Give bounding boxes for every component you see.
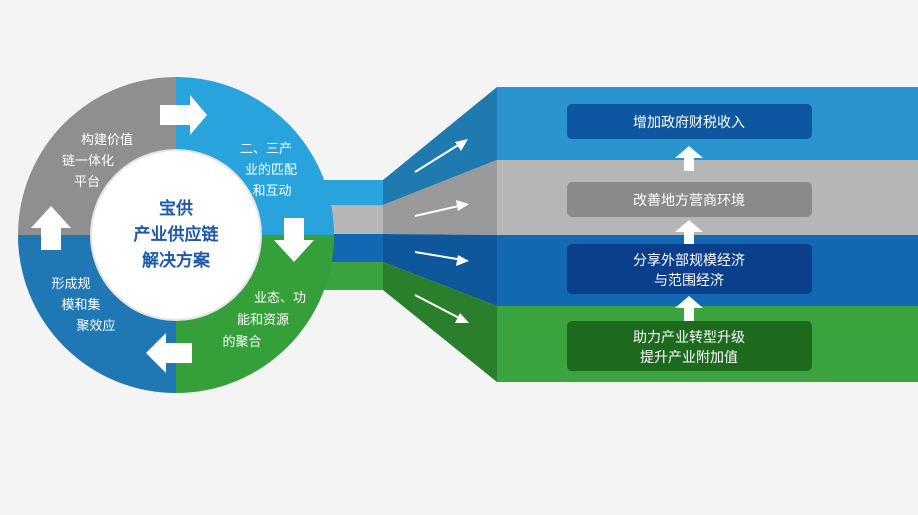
outcome-label-economies-line2: 与范围经济 xyxy=(654,272,724,289)
connector-strip-gray xyxy=(320,205,383,234)
funnel-arrow-1-icon xyxy=(414,139,468,173)
funnel-arrows xyxy=(414,139,469,323)
funnel-arrow-3-icon xyxy=(414,251,469,266)
funnel-panel-3 xyxy=(383,234,497,306)
up-arrows xyxy=(675,146,703,321)
cycle-arrow-up-icon xyxy=(31,206,71,250)
segment-label-bottom-right-2: 能和资源 xyxy=(237,313,289,328)
outcome-label-business-env: 改善地方营商环境 xyxy=(633,193,745,209)
up-arrow-1-icon xyxy=(675,146,703,171)
segment-label-bottom-right-3: 的聚合 xyxy=(222,334,261,350)
up-arrow-2-icon xyxy=(675,220,703,244)
segment-label-top-right-1: 二、三产 xyxy=(240,142,292,157)
outcome-boxes: 增加政府财税收入 改善地方营商环境 分享外部规模经济 与范围经济 助力产业转型升… xyxy=(567,104,812,371)
segment-label-bottom-left-1: 形成规 xyxy=(51,277,90,292)
outcome-box-upgrade xyxy=(567,321,812,371)
funnel-panel-4 xyxy=(383,262,497,382)
center-circle xyxy=(90,149,262,321)
segment-label-top-left-3: 平台 xyxy=(74,175,100,190)
outcome-box-economies xyxy=(567,244,812,294)
segment-labels: 构建价值 链一体化 平台 二、三产 业的匹配 和互动 业态、功 能和资源 的聚合… xyxy=(51,132,306,350)
outcome-label-upgrade-line2: 提升产业附加值 xyxy=(640,350,738,366)
center-title: 宝供 产业供应链 解决方案 xyxy=(134,198,220,271)
connector-strip-blue xyxy=(320,180,383,205)
segment-label-top-left-1: 构建价值 xyxy=(81,132,133,148)
funnel-panel-2 xyxy=(383,160,497,235)
cycle-arrow-down-icon xyxy=(274,218,314,262)
segment-label-top-right-2: 业的匹配 xyxy=(245,162,297,178)
segment-label-top-right-3: 和互动 xyxy=(252,184,291,199)
funnel-arrow-2-icon xyxy=(414,200,469,217)
cycle-arrows xyxy=(31,95,314,373)
up-arrow-3-icon xyxy=(675,296,703,321)
connector-strip-darkblue xyxy=(320,234,383,262)
cycle-arrow-right-icon xyxy=(160,95,207,135)
outcome-label-economies-line1: 分享外部规模经济 xyxy=(633,252,745,269)
center-title-line2: 产业供应链 xyxy=(134,224,220,245)
funnel-panels xyxy=(383,87,497,382)
segment-label-bottom-right-1: 业态、功 xyxy=(254,291,306,306)
center-title-line1: 宝供 xyxy=(159,198,193,219)
outcome-box-business-env xyxy=(567,182,812,217)
center-title-line3: 解决方案 xyxy=(142,250,211,271)
connector-strip-green xyxy=(320,262,383,290)
funnel-arrow-4-icon xyxy=(414,294,469,323)
outcome-box-fiscal xyxy=(567,104,812,139)
segment-label-bottom-left-3: 聚效应 xyxy=(76,318,115,334)
outcome-label-upgrade-line1: 助力产业转型升级 xyxy=(633,330,745,346)
cycle-arrow-left-icon xyxy=(146,333,192,373)
segment-label-top-left-2: 链一体化 xyxy=(62,154,114,169)
funnel-panel-1 xyxy=(383,87,497,205)
outcome-label-fiscal: 增加政府财税收入 xyxy=(633,115,745,131)
connector-strips xyxy=(320,180,383,290)
segment-label-bottom-left-2: 模和集 xyxy=(61,297,100,313)
